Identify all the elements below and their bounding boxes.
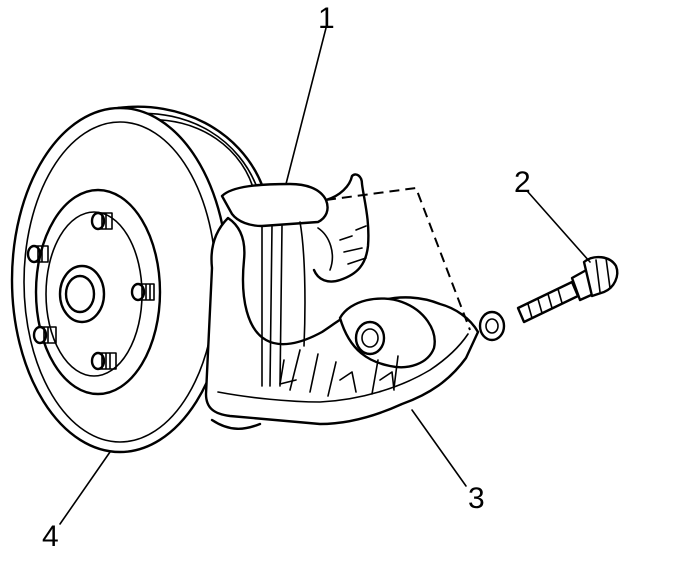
bracket-bore (354, 320, 386, 356)
bolt-head (582, 255, 619, 298)
wheel-stud (26, 244, 49, 264)
wheel-stud (90, 351, 117, 371)
bolt-shank (516, 280, 580, 324)
caliper-body (220, 182, 329, 228)
washer (478, 310, 506, 342)
rotor-hub (34, 188, 162, 396)
alignment-line (325, 186, 471, 331)
wheel-studs (26, 211, 155, 371)
rotor-back-rim (116, 105, 264, 187)
brake-rotor (10, 105, 264, 454)
wheel-stud (90, 211, 113, 231)
caliper-bracket (204, 216, 480, 426)
rotor-face (10, 106, 230, 454)
leader-line-2 (527, 191, 591, 263)
callout-2-label: 2 (514, 166, 531, 199)
caliper-housing (312, 173, 370, 283)
callout-1-label: 1 (318, 2, 335, 35)
callout-4-label: 4 (42, 520, 59, 553)
leader-line-3 (411, 409, 467, 487)
wheel-stud (130, 282, 155, 302)
bolt (516, 255, 619, 324)
wheel-stud (32, 325, 57, 345)
callout-3-label: 3 (468, 482, 485, 515)
center-bore (58, 264, 106, 324)
leader-line-4 (59, 451, 111, 525)
leader-line-1 (285, 27, 327, 185)
